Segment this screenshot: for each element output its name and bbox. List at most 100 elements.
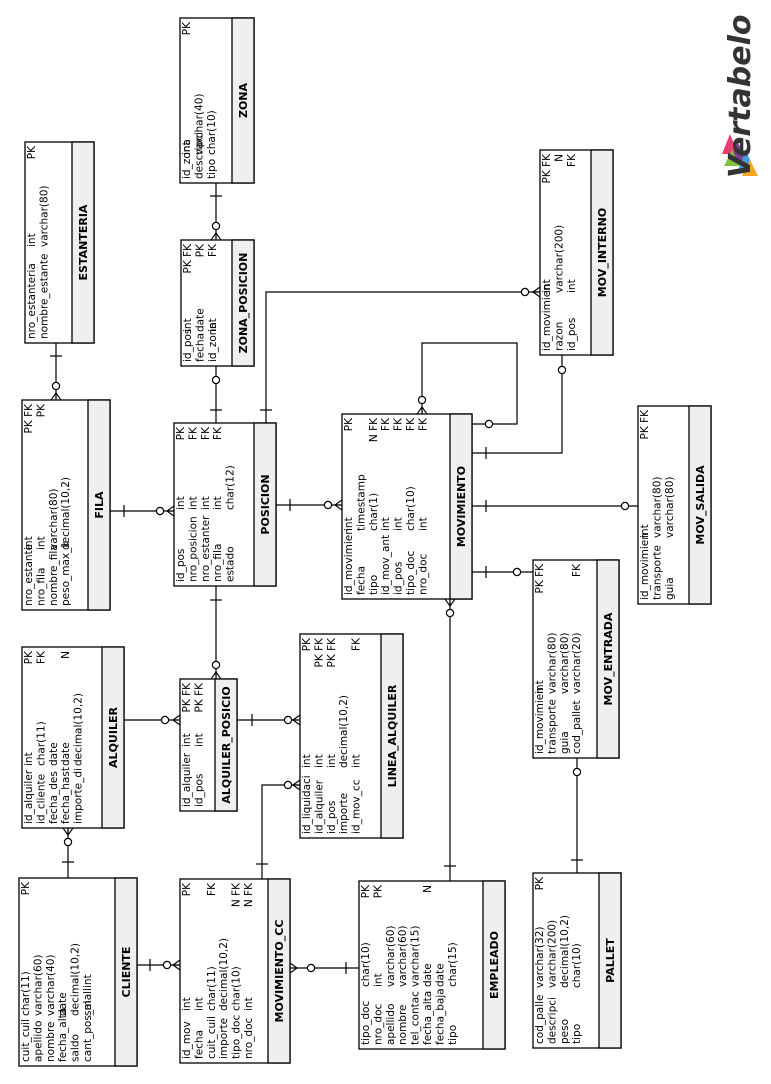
- table-posicion[interactable]: POSICIONid_posintPKnro_posicionintFKnro_…: [173, 422, 277, 587]
- table-alquiler[interactable]: ALQUILERid_alquilerintPKid_clientechar(1…: [21, 646, 125, 829]
- column-flags: N: [60, 651, 72, 659]
- column-name: guia: [664, 577, 676, 600]
- table-header: [482, 880, 506, 1050]
- column-flags: PK FK: [639, 409, 651, 440]
- column-type: int: [243, 997, 255, 1011]
- crow-foot-mark: [334, 499, 343, 506]
- column-flags: FK: [405, 417, 417, 431]
- column-type: varchar(80): [546, 633, 558, 694]
- crow-foot-mark: [444, 598, 451, 607]
- optional-marker: [211, 221, 221, 231]
- table-title: ESTANTERIA: [77, 204, 90, 280]
- column-flags: PK FK: [541, 153, 553, 184]
- column-flags: N: [422, 885, 434, 893]
- column-name: id_pos: [566, 318, 578, 351]
- column-flags: PK: [194, 243, 206, 257]
- column-flags: N FK: [243, 882, 255, 907]
- column-flags: PK: [534, 876, 546, 890]
- column-type: int: [23, 752, 35, 766]
- column-type: char(10): [206, 110, 218, 155]
- optional-marker: [160, 715, 170, 725]
- table-title: ZONA_POSICION: [237, 253, 250, 354]
- table-content: ALQUILERid_alquilerintPKid_clientechar(1…: [23, 650, 120, 824]
- column-flags: FK: [187, 426, 199, 440]
- table-movimiento[interactable]: MOVIMIENTOid_movimienintPKfechatimestamp…: [341, 413, 473, 600]
- column-name: importe: [218, 1018, 230, 1059]
- column-name: tipo: [206, 159, 218, 179]
- crow-foot-mark: [172, 719, 181, 726]
- column-name: transporte: [651, 545, 663, 600]
- optional-marker: [211, 375, 221, 385]
- column-name: importe_di: [73, 768, 85, 824]
- optional-marker: [484, 419, 494, 429]
- crow-foot-mark: [292, 714, 301, 721]
- table-title: ALQUILER: [107, 707, 120, 768]
- optional-marker: [323, 500, 333, 510]
- column-name: id_movimien: [541, 284, 553, 351]
- column-flags: N FK: [231, 882, 243, 907]
- column-type: int: [26, 233, 38, 247]
- optional-marker: [51, 381, 61, 391]
- table-header: [688, 405, 712, 605]
- column-name: nro_doc: [417, 553, 429, 595]
- column-type: int: [372, 973, 384, 987]
- table-cliente[interactable]: CLIENTEcuit_cuilchar(11)PKapellidovarcha…: [18, 877, 138, 1067]
- crow-foot-mark: [62, 827, 69, 836]
- table-content: MOVIMIENTOid_movimienintPKfechatimestamp…: [343, 417, 468, 595]
- optional-marker: [445, 608, 455, 618]
- table-title: MOV_SALIDA: [694, 465, 707, 545]
- table-header: [596, 559, 620, 759]
- table-movimiento_cc[interactable]: MOVIMIENTO_CCid_movintPKfechaintcuit_cui…: [179, 878, 291, 1064]
- column-name: fecha: [355, 566, 367, 595]
- column-name: tipo: [447, 1025, 459, 1045]
- table-pallet[interactable]: PALLETcod_pallevarchar(32)PKdescripcivar…: [532, 872, 622, 1049]
- column-name: id_alquiler: [23, 769, 35, 824]
- column-type: char(10): [571, 943, 583, 988]
- optional-marker: [211, 660, 221, 670]
- table-estanteria[interactable]: ESTANTERIAnro_estanteriaintPKnombre_esta…: [24, 141, 95, 344]
- column-type: int: [343, 517, 355, 531]
- column-name: id_pos: [193, 774, 205, 807]
- crow-foot-mark: [166, 510, 175, 517]
- column-type: varchar(40): [45, 955, 57, 1016]
- crow-foot-mark: [421, 406, 428, 415]
- crow-foot-mark: [292, 719, 301, 726]
- column-name: descripci: [193, 132, 205, 179]
- column-type: char(11): [206, 966, 218, 1011]
- relationship-line: [421, 342, 518, 425]
- table-header: [449, 413, 473, 600]
- optional-marker: [162, 960, 172, 970]
- column-flags: N FK: [368, 417, 380, 442]
- table-linea_alquiler[interactable]: LINEA_ALQUILERid_liquidaciintPKid_alquil…: [299, 633, 404, 839]
- column-name: id_pos: [326, 801, 338, 834]
- table-zona[interactable]: ZONAid_zonaintPKdescripcivarchar(40)tipo…: [179, 17, 255, 184]
- column-type: char(11): [20, 971, 32, 1016]
- column-name: nro_doc: [243, 1017, 255, 1059]
- table-empleado[interactable]: EMPLEADOtipo_docchar(10)PKnro_docintPKap…: [358, 880, 506, 1050]
- brand-name: Vertabelo: [723, 14, 758, 178]
- column-flags: FK: [206, 882, 218, 896]
- column-flags: PK: [181, 21, 193, 35]
- crow-foot-mark: [532, 291, 541, 298]
- column-flags: PK: [372, 884, 384, 898]
- column-type: timestamp: [355, 474, 367, 531]
- column-name: nombre: [45, 1021, 57, 1062]
- column-type: varchar(80): [559, 633, 571, 694]
- column-type: int: [187, 496, 199, 510]
- column-name: razon: [553, 322, 565, 351]
- column-type: decimal(10,2): [70, 943, 82, 1016]
- column-type: int: [181, 141, 193, 155]
- vertabelo-logo: Vertabelo: [718, 8, 764, 178]
- column-name: nro_estante: [23, 544, 35, 606]
- column-flags: PK: [20, 881, 32, 895]
